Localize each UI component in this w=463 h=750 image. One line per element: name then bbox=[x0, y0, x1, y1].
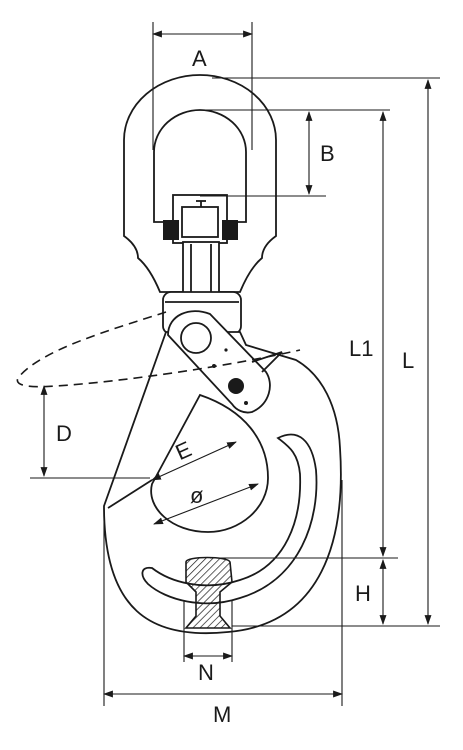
safety-latch bbox=[167, 310, 283, 414]
label-n: N bbox=[198, 660, 214, 685]
dimension-n: N bbox=[183, 600, 233, 685]
label-d: D bbox=[56, 421, 72, 446]
label-h: H bbox=[355, 581, 371, 606]
dimension-d: D bbox=[30, 385, 150, 479]
dimension-l: L bbox=[212, 77, 440, 627]
latch-pin bbox=[228, 378, 244, 394]
label-a: A bbox=[192, 46, 207, 71]
label-b: B bbox=[320, 141, 335, 166]
bearing-right bbox=[222, 220, 238, 240]
bearing-left bbox=[163, 220, 179, 240]
label-l1: L1 bbox=[349, 336, 373, 361]
label-m: M bbox=[213, 702, 231, 727]
rail-section bbox=[184, 556, 233, 629]
dimension-h: H bbox=[355, 559, 387, 625]
label-l: L bbox=[402, 348, 414, 373]
swivel-eye bbox=[123, 74, 277, 293]
label-diameter: ø bbox=[190, 483, 203, 508]
dimension-diameter: ø bbox=[153, 483, 259, 525]
dimension-m: M bbox=[103, 480, 343, 727]
dimension-a: A bbox=[152, 22, 253, 150]
latch-open-dashed bbox=[16, 311, 301, 388]
dimension-l1: L1 bbox=[200, 109, 398, 559]
